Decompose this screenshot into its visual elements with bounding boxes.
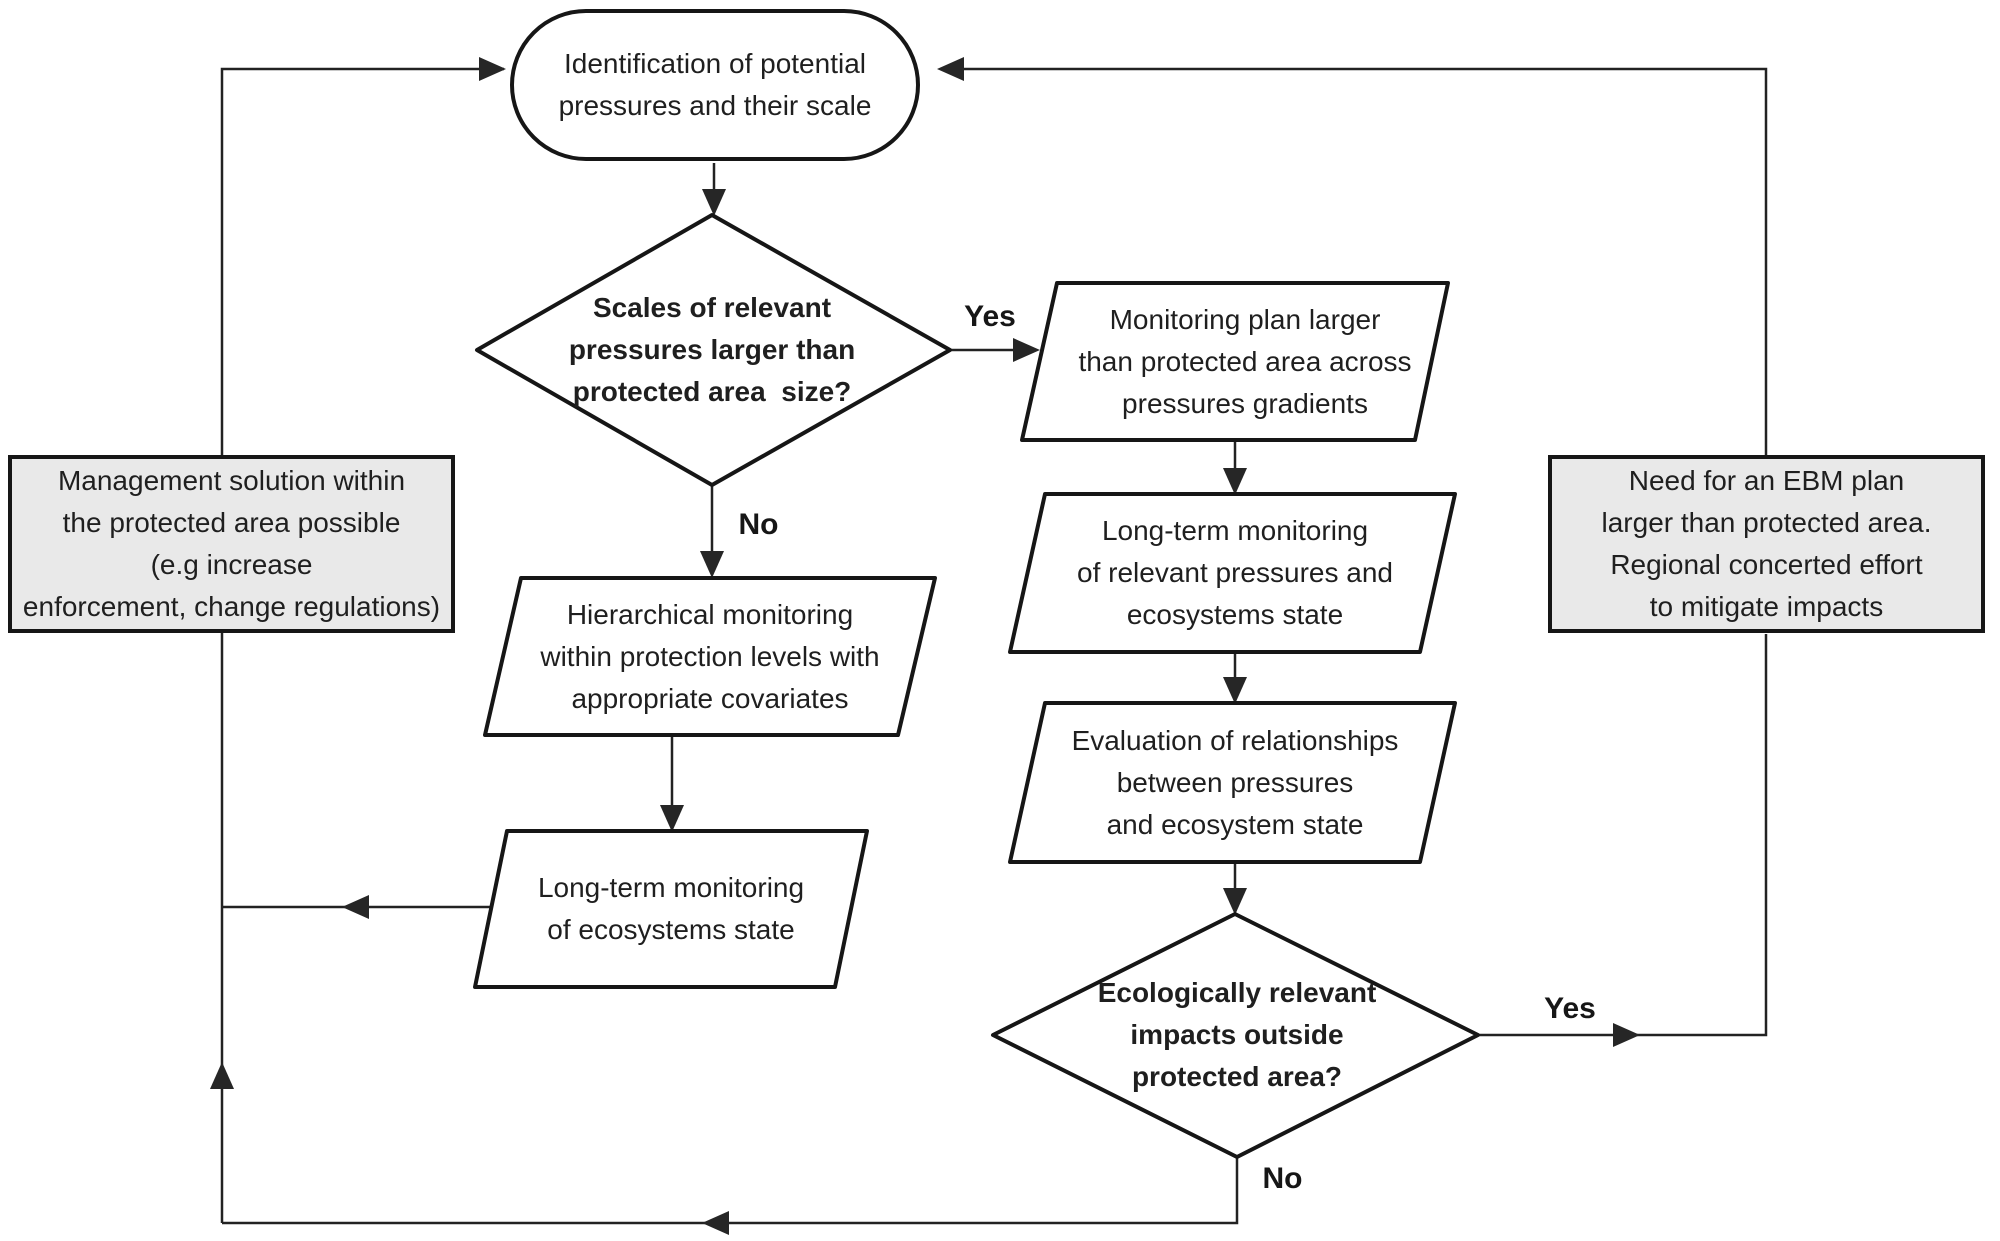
edge-impacts-no-loop [222,1157,1239,1225]
decision-impacts-shape [991,912,1480,1159]
arrowhead-left-icon [702,1211,729,1235]
arrowhead-left-icon [937,57,964,81]
arrowhead-right-icon [1013,338,1040,362]
box-management-solution: Management solution within the protected… [8,455,455,633]
parallelogram-longterm-pressures-shape [1008,492,1457,654]
decision-scales-label: Scales of relevant pressures larger than… [568,292,856,407]
parallelogram-longterm-ecosystems-shape [473,829,869,989]
edge-label-impacts-yes: Yes [1544,992,1596,1025]
parallelogram-monitoring-plan-label: Monitoring plan larger than protected ar… [1078,303,1412,419]
arrowhead-down-icon [700,551,724,578]
parallelogram-hierarchical-shape [483,576,937,737]
arrowhead-down-icon [1223,468,1247,495]
decision-impacts-label: Ecologically relevant impacts outside pr… [1097,977,1377,1092]
terminator-identification: Identification of potential pressures an… [510,9,920,161]
arrowhead-right-icon [479,57,506,81]
arrowhead-right-icon [1613,1023,1640,1047]
parallelogram-longterm-ecosystems-label: Long-term monitoring of ecosystems state [537,872,805,945]
decision-scales-shape [475,213,952,487]
parallelogram-longterm-pressures-label: Long-term monitoring of relevant pressur… [1077,515,1393,630]
arrowhead-down-icon [702,189,726,216]
arrowhead-up-icon [210,1062,234,1089]
arrowhead-left-icon [342,895,369,919]
parallelogram-evaluation-shape [1008,701,1457,864]
box-ebm-plan: Need for an EBM plan larger than protect… [1548,455,1985,633]
arrowhead-down-icon [1223,888,1247,915]
edge-label-scales-yes: Yes [964,300,1016,333]
parallelogram-monitoring-plan-shape [1020,281,1450,442]
edge-management-to-identification [220,67,504,455]
edge-label-scales-no: No [738,508,779,541]
parallelogram-evaluation-label: Evaluation of relationships between pres… [1071,724,1399,840]
arrowhead-down-icon [660,805,684,832]
parallelogram-hierarchical-label: Hierarchical monitoring within protectio… [540,598,880,714]
edge-impacts-yes-to-ebm [1478,634,1768,1037]
edge-ebm-to-identification [940,67,1768,455]
arrowhead-down-icon [1223,677,1247,704]
edge-label-impacts-no: No [1262,1162,1303,1195]
